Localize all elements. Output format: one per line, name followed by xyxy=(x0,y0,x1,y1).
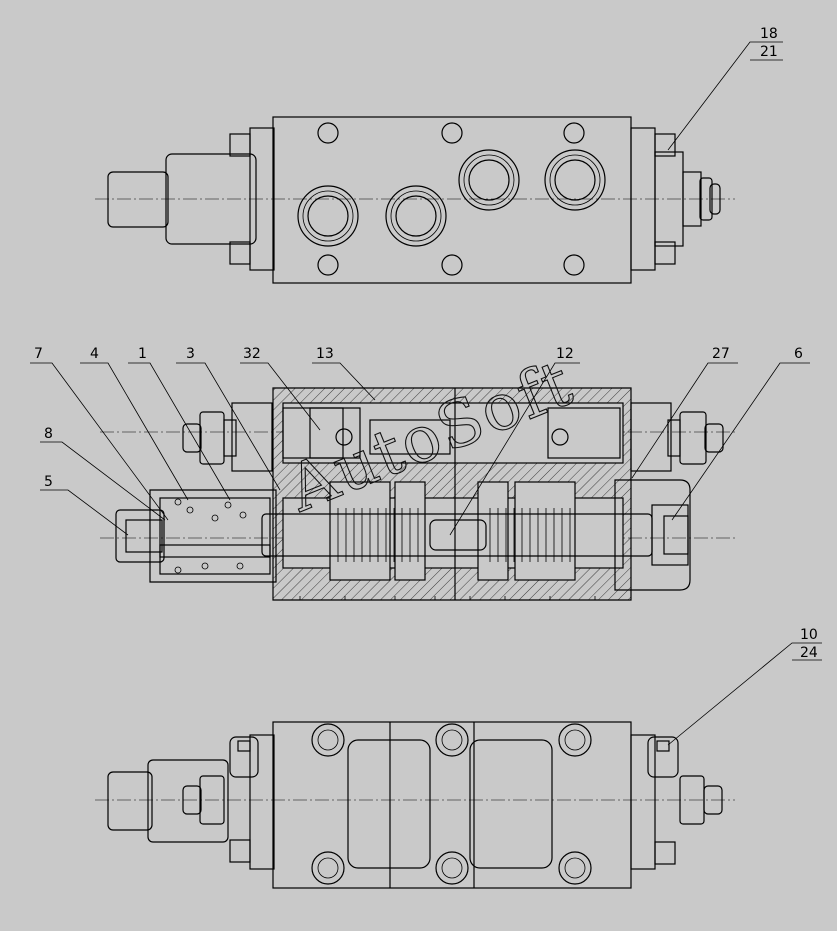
callout-6: 6 xyxy=(794,346,803,362)
callout-21: 21 xyxy=(760,44,778,60)
callout-12: 12 xyxy=(556,346,574,362)
port-b xyxy=(385,185,447,247)
top-view xyxy=(95,116,735,284)
spool-lands xyxy=(329,508,571,562)
callout-1: 1 xyxy=(138,346,147,362)
port-t xyxy=(544,149,606,211)
callout-3: 3 xyxy=(186,346,195,362)
callout-4: 4 xyxy=(90,346,99,362)
section-view xyxy=(100,387,735,601)
bottom-view xyxy=(95,721,735,889)
callout-13: 13 xyxy=(316,346,334,362)
port-p xyxy=(458,149,520,211)
leader-lines xyxy=(30,41,822,746)
callout-18: 18 xyxy=(760,26,778,42)
port-a xyxy=(297,185,359,247)
callout-10: 10 xyxy=(800,627,818,643)
callout-7: 7 xyxy=(34,346,43,362)
callout-8: 8 xyxy=(44,426,53,442)
callout-labels: 18 21 7 4 1 3 32 13 12 27 6 8 5 10 24 xyxy=(34,26,818,661)
callout-24: 24 xyxy=(800,645,818,661)
callout-32: 32 xyxy=(243,346,261,362)
callout-27: 27 xyxy=(712,346,730,362)
callout-5: 5 xyxy=(44,474,53,490)
